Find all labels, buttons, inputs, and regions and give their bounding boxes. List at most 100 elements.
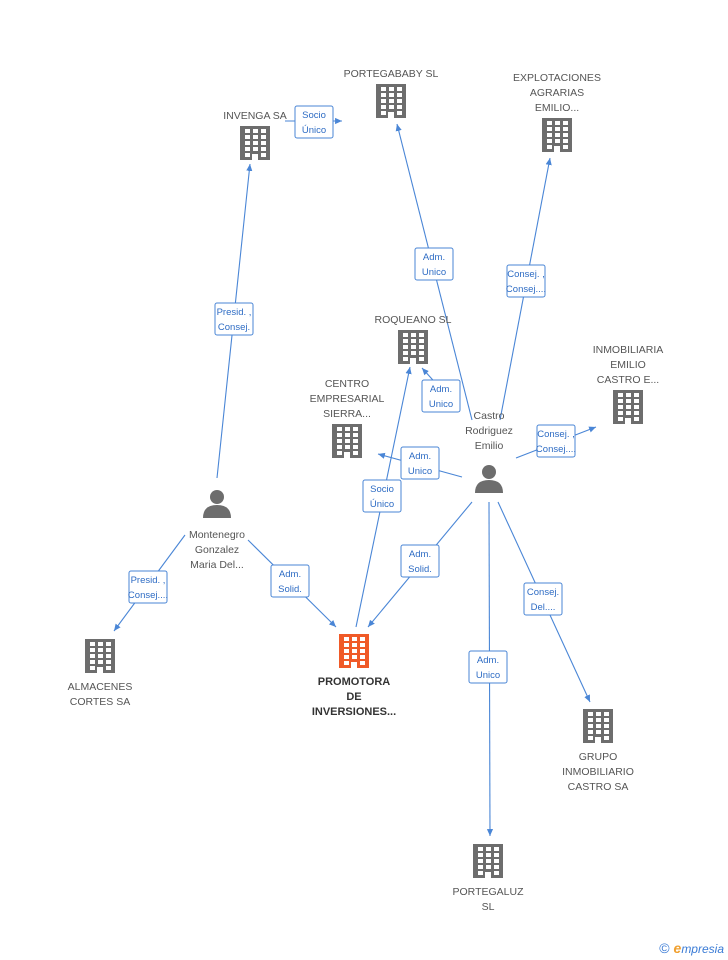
edge-castro-inmobiliaria[interactable]: Consej. , Consej.... [515, 424, 597, 459]
node-label: INVERSIONES... [312, 706, 396, 718]
node-label: Maria Del... [190, 559, 244, 571]
building-icon [339, 634, 369, 668]
node-portegaluz[interactable]: PORTEGALUZ SL [453, 844, 525, 913]
node-label: EXPLOTACIONES [513, 72, 601, 84]
edge-label-box [400, 544, 440, 578]
node-label: Castro [474, 410, 505, 422]
node-label: CASTRO E... [597, 374, 659, 386]
edge-label-text: Unico [408, 466, 432, 477]
edge-label-text: Adm. [409, 451, 431, 462]
building-icon [332, 424, 362, 458]
edge-label-text: Consej.... [536, 444, 576, 455]
edge-label-text: Unico [476, 670, 500, 681]
edge-label-box [128, 570, 168, 604]
edge-castro-roqueano[interactable]: Adm. Unico [421, 367, 461, 413]
edge-label-box [270, 564, 310, 598]
node-label: PORTEGABABY SL [344, 68, 439, 80]
edge-label-text: Solid. [278, 584, 302, 595]
nodes-layer: PORTEGABABY SL INVENGA SA EXPLOTACIONES AGR… [68, 68, 664, 913]
node-label: EMILIO [610, 359, 646, 371]
node-label: INMOBILIARIO [562, 766, 634, 778]
node-label: EMILIO... [535, 102, 579, 114]
edge-label-text: Adm. [409, 549, 431, 560]
node-promotora[interactable]: PROMOTORA DE INVERSIONES... [312, 634, 396, 718]
edge-label-text: Socio [370, 484, 394, 495]
edge-castro-portegaluz[interactable]: Adm. Unico [468, 501, 508, 837]
edge-label-text: Del.... [531, 602, 556, 613]
brand-logo: empresia [673, 940, 724, 956]
edge-label-text: Socio [302, 110, 326, 121]
edge-label-text: Presid. , [217, 307, 252, 318]
edge-castro-grupo[interactable]: Consej. Del.... [497, 501, 591, 703]
building-icon [376, 84, 406, 118]
edge-label-text: Consej.... [128, 590, 168, 601]
node-label: CENTRO [325, 378, 369, 390]
node-almacenes[interactable]: ALMACENES CORTES SA [68, 639, 133, 708]
edge-castro-explotaciones[interactable]: Consej. ,Consej.... [499, 157, 552, 421]
node-label: ROQUEANO SL [374, 314, 451, 326]
edge-montenegro-promotora[interactable]: Adm. Solid. [247, 539, 337, 628]
edge-label-box [421, 379, 461, 413]
edge-label-box [414, 247, 454, 281]
node-label: Emilio [475, 440, 504, 452]
node-explotaciones[interactable]: EXPLOTACIONES AGRARIAS EMILIO... [513, 72, 601, 152]
building-icon [583, 709, 613, 743]
edge-label-text: Adm. [423, 252, 445, 263]
edge-castro-centro[interactable]: Adm. Unico [377, 446, 463, 480]
edge-label-text: Adm. [279, 569, 301, 580]
node-label: SL [482, 901, 495, 913]
edge-label-box [362, 479, 402, 513]
edge-label-box [294, 105, 334, 139]
edge-label-box [536, 424, 576, 458]
edge-label-box [214, 302, 254, 336]
edge-label-box [400, 446, 440, 480]
building-icon [240, 126, 270, 160]
edge-label-text: Consej. [527, 587, 559, 598]
node-label: CORTES SA [70, 696, 131, 708]
edge-montenegro-invenga[interactable]: Presid. , Consej. [214, 163, 254, 479]
edge-castro-promotora[interactable]: Adm. Solid. [367, 501, 473, 628]
copyright-icon: © [659, 940, 670, 956]
person-icon [475, 465, 503, 493]
node-roqueano[interactable]: ROQUEANO SL [374, 314, 452, 364]
building-icon [85, 639, 115, 673]
edge-castro-portegababy[interactable]: Adm. Unico [395, 123, 473, 421]
edge-label-text: Unico [429, 399, 453, 410]
edge-label-text: Adm. [430, 384, 452, 395]
edge-label-text: Consej. [218, 322, 250, 333]
edge-label-box [523, 582, 563, 616]
edge-label-text: Consej. , [507, 269, 545, 280]
node-label: Montenegro [189, 529, 245, 541]
person-icon [203, 490, 231, 518]
edge-label-text: Unico [422, 267, 446, 278]
node-label: EMPRESARIAL [310, 393, 385, 405]
edge-label-text: Consej. , [537, 429, 575, 440]
edge-label-text: Presid. , [131, 575, 166, 586]
node-portegababy[interactable]: PORTEGABABY SL [344, 68, 439, 118]
node-label: AGRARIAS [530, 87, 584, 99]
node-label: PORTEGALUZ [453, 886, 525, 898]
node-label: PROMOTORA [318, 676, 391, 688]
node-label: INVENGA SA [223, 110, 287, 122]
footer-brand[interactable]: © empresia [659, 940, 724, 956]
edge-label-text: Adm. [477, 655, 499, 666]
edge-label-text: Solid. [408, 564, 432, 575]
node-label: SIERRA... [323, 408, 371, 420]
edge-montenegro-almacenes[interactable]: Presid. , Consej.... [113, 534, 186, 632]
edge-label-text: Único [302, 125, 326, 136]
building-icon [398, 330, 428, 364]
edge-label-text: Único [370, 499, 394, 510]
node-label: ALMACENES [68, 681, 133, 693]
edge-label-box [468, 650, 508, 684]
node-centro[interactable]: CENTRO EMPRESARIAL SIERRA... [310, 378, 385, 458]
edge-label-box [506, 264, 546, 298]
node-invenga[interactable]: INVENGA SA [223, 110, 287, 160]
node-label: DE [346, 691, 361, 703]
